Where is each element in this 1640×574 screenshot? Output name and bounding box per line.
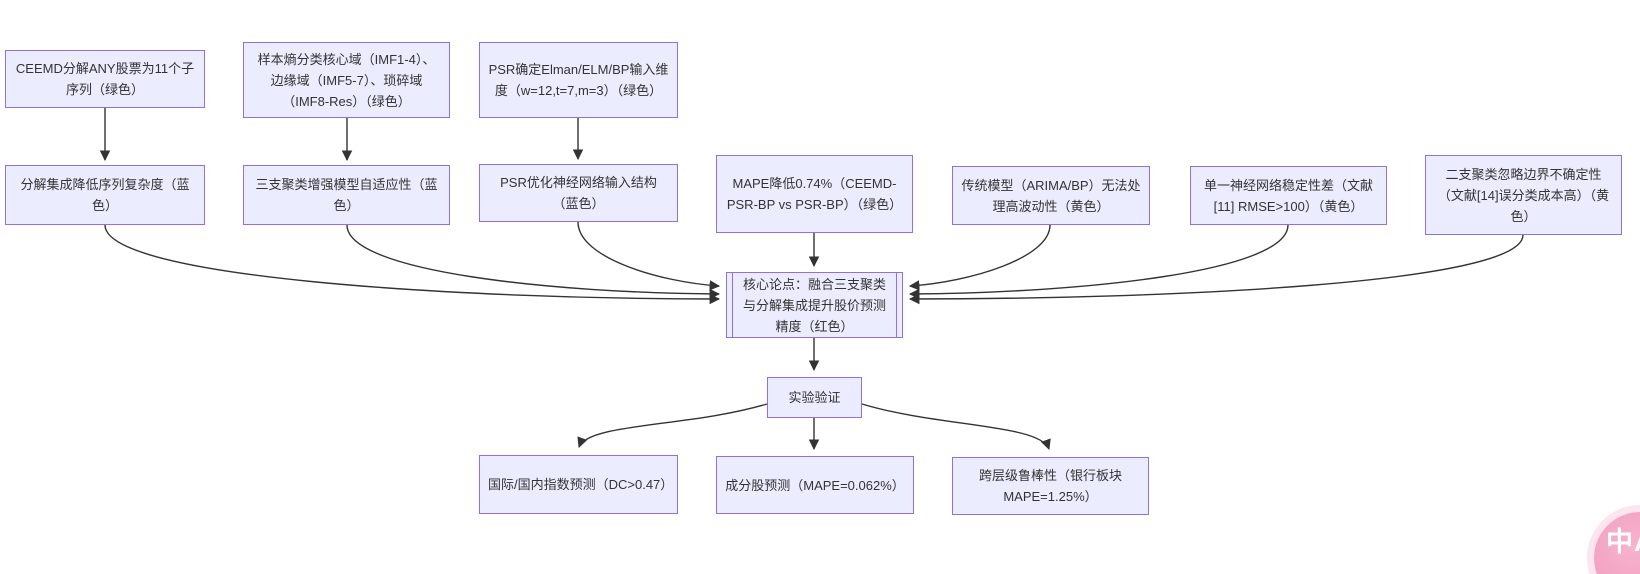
node-label: 三支聚类增强模型自适应性（蓝色） bbox=[255, 177, 438, 213]
node-label: 二支聚类忽略边界不确定性（文献[14]误分类成本高）（黄色） bbox=[1437, 166, 1610, 224]
node-robustness: 跨层级鲁棒性（银行板块 MAPE=1.25%） bbox=[952, 457, 1149, 515]
node-label: PSR优化神经网络输入结构（蓝色） bbox=[500, 175, 657, 211]
node-three-way-clustering: 三支聚类增强模型自适应性（蓝色） bbox=[243, 165, 450, 225]
edge-decompose-to-core bbox=[104, 224, 721, 305]
node-single-nn: 单一神经网络稳定性差（文献[11] RMSE>100）（黄色） bbox=[1190, 166, 1387, 225]
edge-traditional-to-core bbox=[908, 224, 1051, 291]
node-label: 国际/国内指数预测（DC>0.47） bbox=[488, 477, 674, 492]
node-label: MAPE降低0.74%（CEEMD-PSR-BP vs PSR-BP）（绿色） bbox=[726, 176, 903, 212]
node-label: PSR确定Elman/ELM/BP输入维度（w=12,t=7,m=3）（绿色） bbox=[488, 62, 669, 98]
edge-clustering-to-core bbox=[346, 224, 721, 300]
translate-icon: 中A bbox=[1606, 527, 1640, 557]
node-mape-reduce: MAPE降低0.74%（CEEMD-PSR-BP vs PSR-BP）（绿色） bbox=[716, 155, 913, 233]
edge-singlenn-to-core bbox=[908, 224, 1289, 300]
node-stock-prediction: 成分股预测（MAPE=0.062%） bbox=[716, 456, 914, 514]
node-two-way-clustering: 二支聚类忽略边界不确定性（文献[14]误分类成本高）（黄色） bbox=[1425, 155, 1622, 235]
node-sample-entropy: 样本熵分类核心域（IMF1-4）、边缘域（IMF5-7）、琐碎域（IMF8-Re… bbox=[243, 42, 450, 118]
node-label: 成分股预测（MAPE=0.062%） bbox=[725, 477, 905, 493]
edge-experiment-to-robust bbox=[861, 403, 1051, 450]
node-label: 跨层级鲁棒性（银行板块 MAPE=1.25%） bbox=[978, 468, 1122, 504]
node-ceemd-decompose: CEEMD分解ANY股票为11个子序列（绿色） bbox=[5, 50, 205, 108]
node-index-prediction: 国际/国内指数预测（DC>0.47） bbox=[479, 455, 678, 514]
subroutine-inner-line bbox=[732, 273, 733, 337]
node-traditional-model: 传统模型（ARIMA/BP）无法处理高波动性（黄色） bbox=[952, 166, 1150, 225]
edge-twoway-to-core bbox=[908, 234, 1524, 305]
node-label: 分解集成降低序列复杂度（蓝色） bbox=[20, 177, 190, 213]
node-label: 单一神经网络稳定性差（文献[11] RMSE>100）（黄色） bbox=[1203, 177, 1373, 214]
node-label: 样本熵分类核心域（IMF1-4）、边缘域（IMF5-7）、琐碎域（IMF8-Re… bbox=[257, 51, 436, 109]
node-label: 核心论点：融合三支聚类与分解集成提升股价预测精度（红色） bbox=[742, 276, 886, 334]
node-decompose-integrate: 分解集成降低序列复杂度（蓝色） bbox=[5, 165, 205, 225]
node-label: 实验验证 bbox=[788, 390, 841, 405]
translate-button[interactable]: 中A bbox=[1594, 512, 1640, 574]
subroutine-inner-line bbox=[896, 273, 897, 337]
node-psr-optimize: PSR优化神经网络输入结构（蓝色） bbox=[479, 164, 678, 222]
edge-experiment-to-index bbox=[577, 403, 768, 448]
node-label: 传统模型（ARIMA/BP）无法处理高波动性（黄色） bbox=[961, 177, 1141, 214]
node-psr-dimension: PSR确定Elman/ELM/BP输入维度（w=12,t=7,m=3）（绿色） bbox=[479, 42, 678, 118]
node-core-thesis: 核心论点：融合三支聚类与分解集成提升股价预测精度（红色） bbox=[726, 272, 903, 338]
node-label: CEEMD分解ANY股票为11个子序列（绿色） bbox=[15, 61, 195, 97]
edge-psropt-to-core bbox=[577, 221, 721, 291]
node-experiment-validation: 实验验证 bbox=[767, 377, 862, 418]
